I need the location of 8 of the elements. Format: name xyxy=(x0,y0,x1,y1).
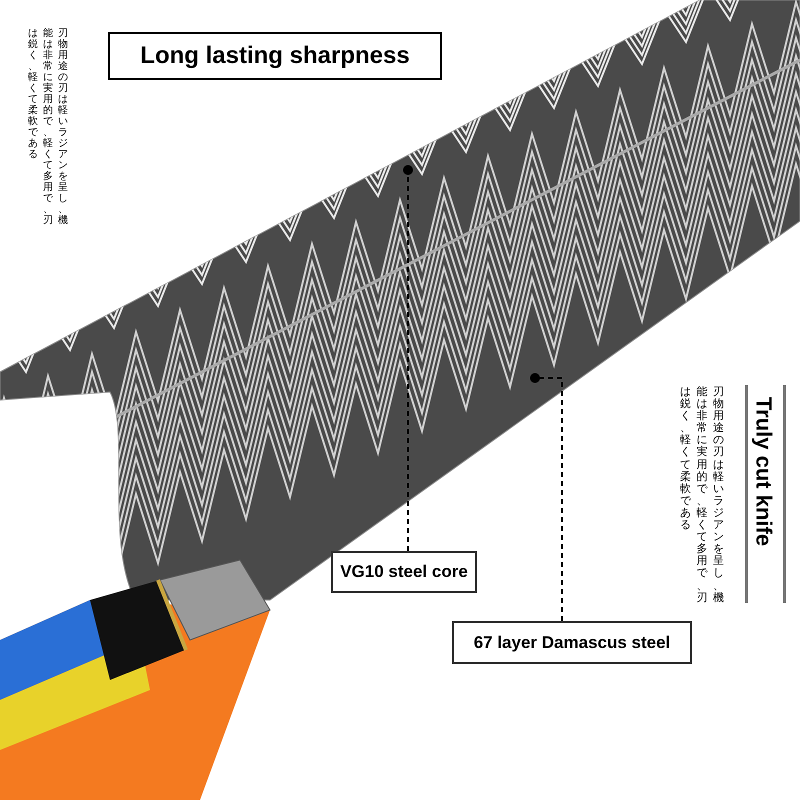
vertical-note: 刃物用途の刃は軽いラジアンを呈し、機能は非常に実用的で、軽くて多用で、刃は鋭く、軽くて柔軟である xyxy=(680,386,724,606)
leader-line xyxy=(530,373,563,621)
callout-box: 67 layer Damascus steel xyxy=(452,621,692,664)
vertical-heading: Truly cut knife xyxy=(750,396,778,548)
callout-box: VG10 steel core xyxy=(331,551,477,593)
title-box: Long lasting sharpness xyxy=(108,32,442,80)
vertical-note: 刃物用途の刃は軽いラジアンを呈し、機能は非常に実用的で、軽くて多用で、刃は鋭く、軽くて柔軟である xyxy=(28,28,68,228)
leader-line xyxy=(403,165,413,551)
